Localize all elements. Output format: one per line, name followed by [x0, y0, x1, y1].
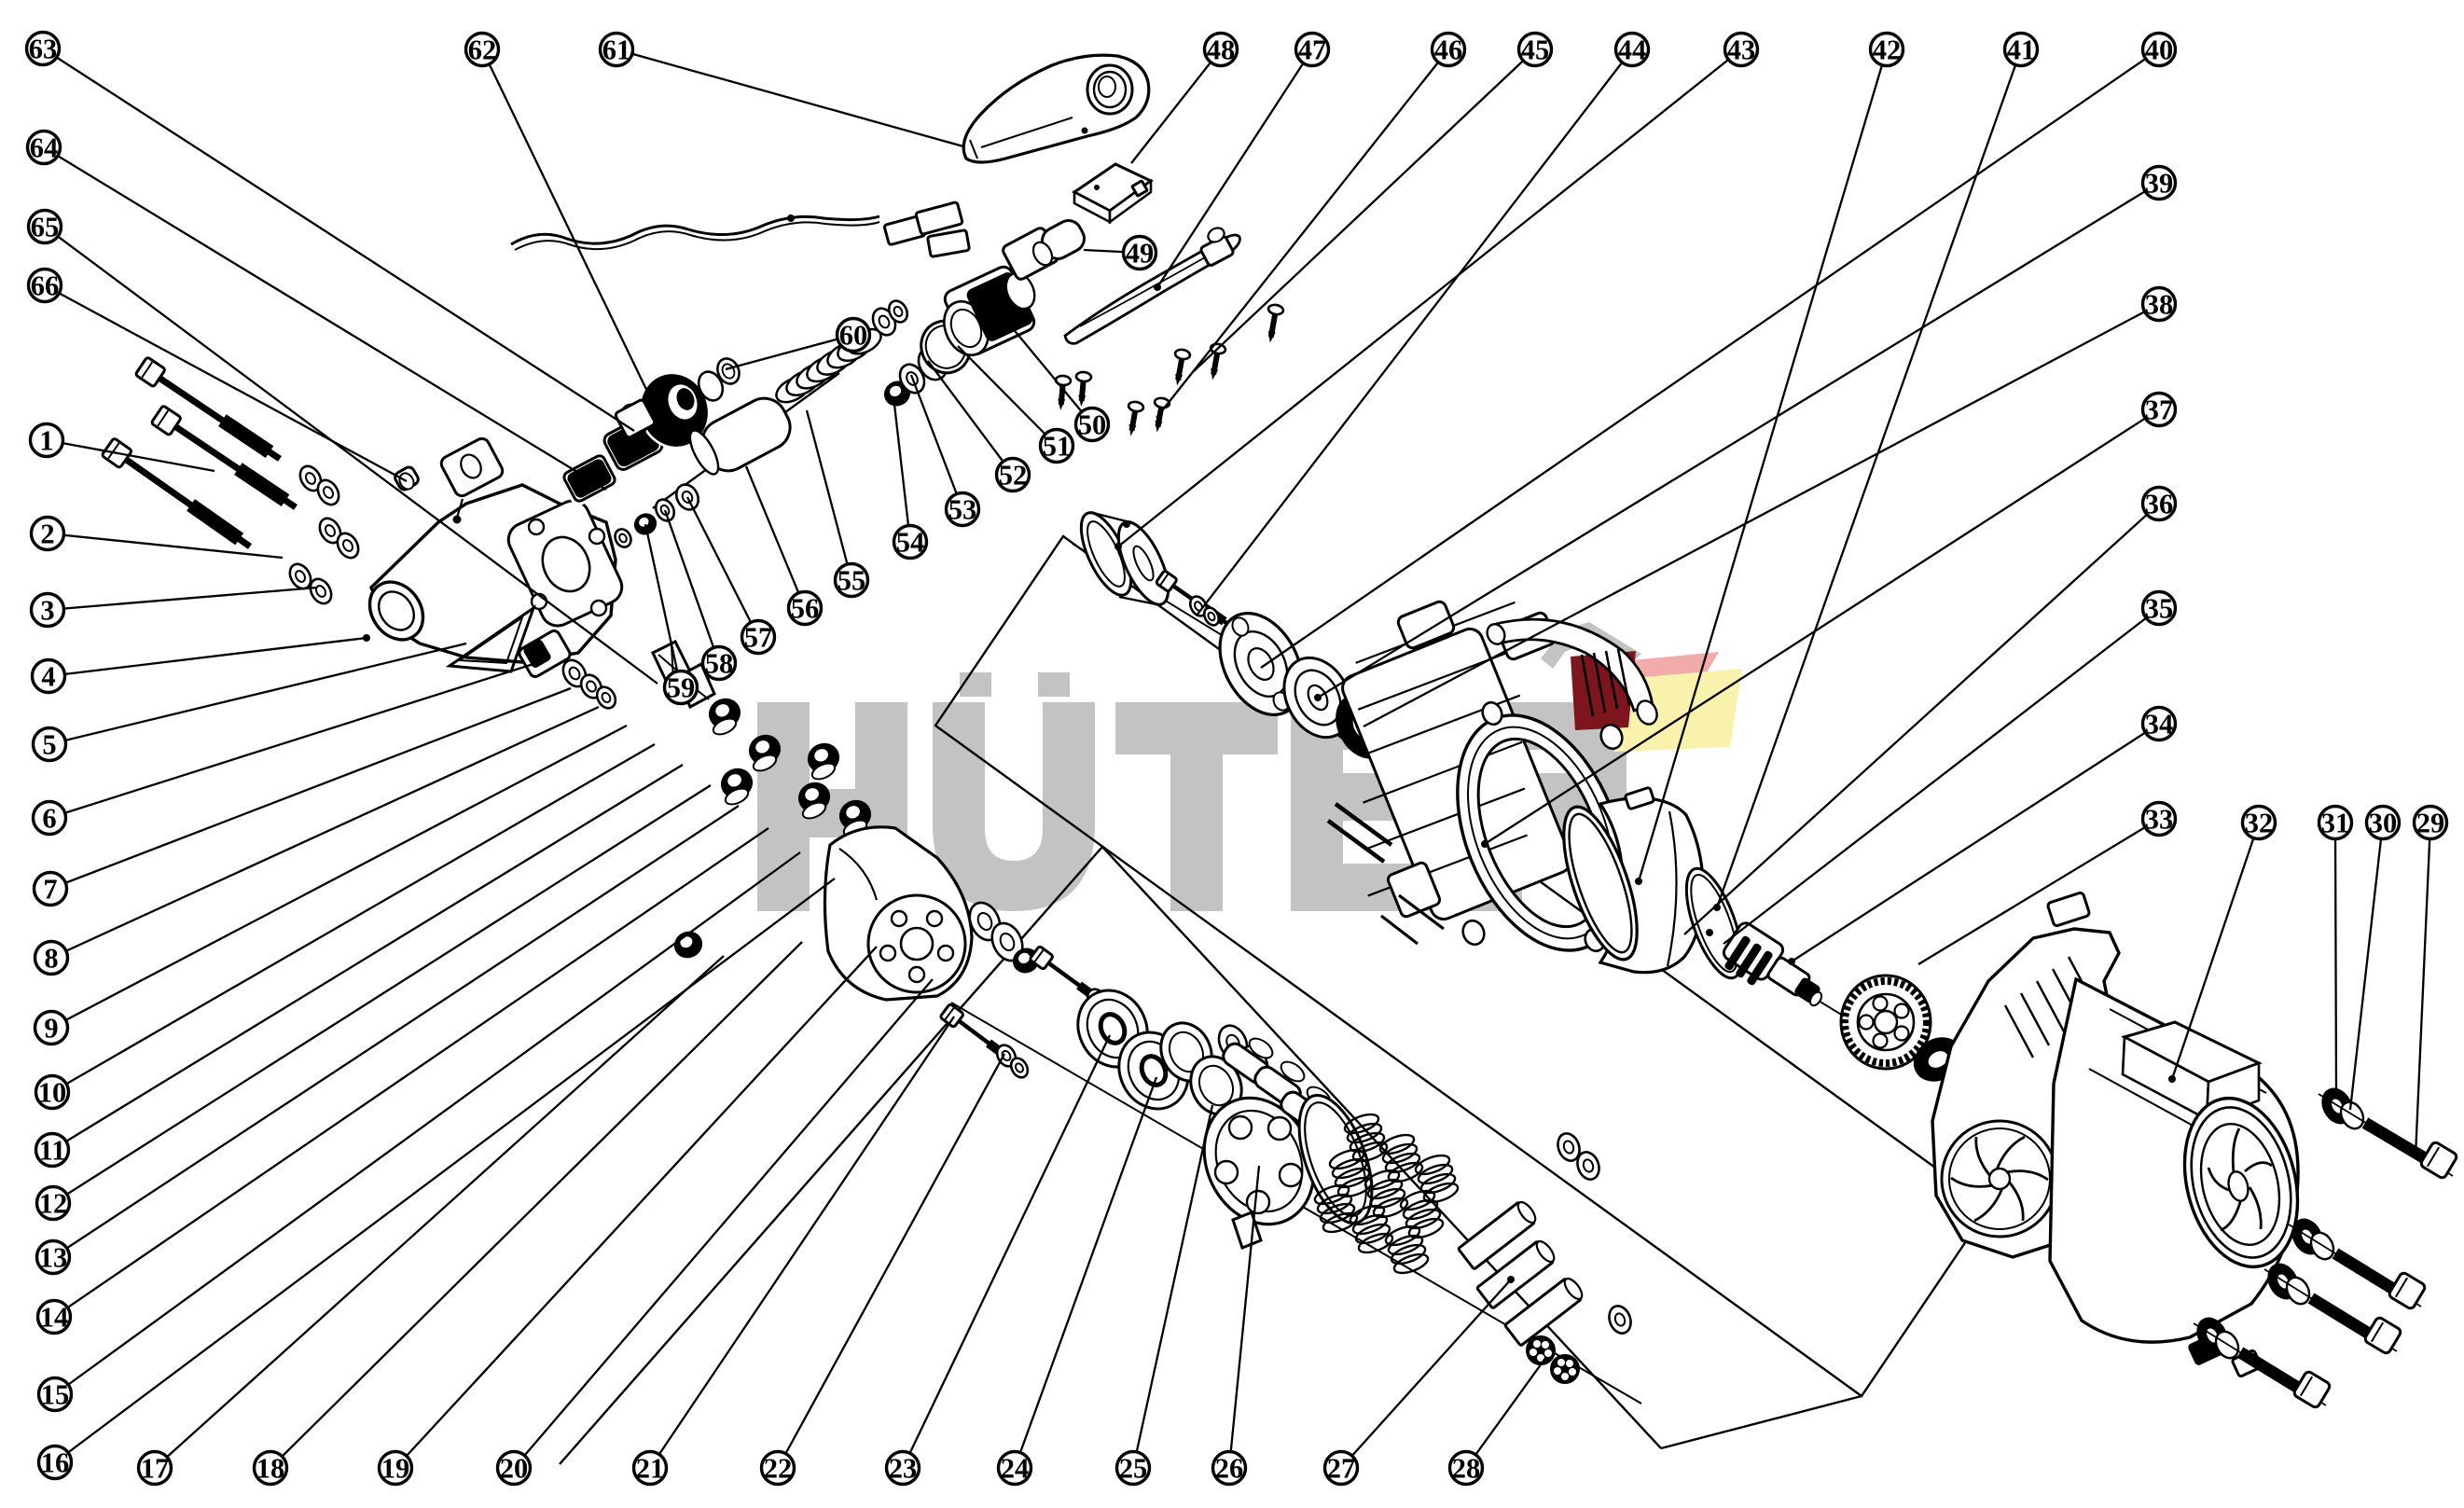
svg-text:52: 52 — [999, 460, 1028, 491]
svg-text:41: 41 — [2007, 35, 2036, 66]
svg-text:45: 45 — [1521, 35, 1550, 66]
svg-text:30: 30 — [2369, 808, 2398, 839]
svg-text:6: 6 — [42, 803, 56, 835]
svg-text:12: 12 — [39, 1188, 68, 1220]
svg-text:42: 42 — [1873, 35, 1902, 66]
svg-text:4: 4 — [41, 661, 55, 693]
svg-text:29: 29 — [2416, 808, 2445, 839]
svg-text:50: 50 — [1078, 409, 1107, 441]
svg-text:34: 34 — [2145, 709, 2174, 740]
svg-text:15: 15 — [41, 1379, 70, 1411]
svg-text:48: 48 — [1207, 35, 1236, 66]
svg-text:65: 65 — [31, 212, 60, 243]
svg-text:7: 7 — [43, 874, 57, 906]
svg-text:20: 20 — [500, 1453, 529, 1485]
svg-text:11: 11 — [39, 1135, 66, 1167]
svg-text:28: 28 — [1452, 1453, 1481, 1485]
svg-text:5: 5 — [42, 729, 56, 761]
svg-text:49: 49 — [1126, 238, 1155, 270]
svg-text:8: 8 — [44, 943, 58, 975]
svg-text:64: 64 — [30, 132, 59, 164]
svg-text:24: 24 — [1001, 1453, 1030, 1485]
svg-text:63: 63 — [29, 34, 58, 65]
svg-text:32: 32 — [2245, 808, 2274, 839]
svg-text:59: 59 — [667, 672, 696, 704]
svg-text:35: 35 — [2145, 593, 2174, 625]
svg-text:55: 55 — [837, 565, 866, 597]
svg-text:22: 22 — [764, 1453, 793, 1485]
svg-text:17: 17 — [141, 1453, 170, 1485]
svg-text:62: 62 — [468, 35, 497, 66]
svg-text:54: 54 — [896, 527, 925, 559]
svg-text:23: 23 — [889, 1453, 918, 1485]
svg-text:36: 36 — [2145, 489, 2174, 520]
svg-text:27: 27 — [1327, 1453, 1356, 1485]
svg-text:51: 51 — [1043, 431, 1072, 463]
svg-text:21: 21 — [636, 1453, 665, 1485]
svg-text:14: 14 — [40, 1302, 69, 1334]
svg-text:9: 9 — [44, 1013, 58, 1045]
svg-text:60: 60 — [839, 320, 868, 352]
svg-text:10: 10 — [38, 1077, 67, 1109]
svg-text:18: 18 — [256, 1453, 285, 1485]
svg-text:47: 47 — [1298, 35, 1327, 66]
svg-text:61: 61 — [602, 35, 631, 66]
svg-text:40: 40 — [2145, 35, 2174, 66]
svg-text:58: 58 — [705, 648, 734, 680]
svg-text:44: 44 — [1618, 35, 1647, 66]
svg-text:53: 53 — [948, 494, 977, 526]
svg-text:38: 38 — [2145, 289, 2174, 321]
svg-text:26: 26 — [1215, 1453, 1244, 1485]
svg-text:66: 66 — [31, 270, 60, 302]
svg-text:43: 43 — [1727, 35, 1756, 66]
svg-text:16: 16 — [41, 1447, 70, 1479]
svg-text:33: 33 — [2145, 804, 2174, 836]
svg-text:3: 3 — [40, 595, 54, 627]
svg-text:31: 31 — [2321, 808, 2350, 839]
svg-text:2: 2 — [40, 519, 54, 550]
svg-text:37: 37 — [2145, 394, 2174, 426]
svg-text:19: 19 — [381, 1453, 410, 1485]
svg-text:46: 46 — [1434, 35, 1463, 66]
svg-text:56: 56 — [791, 593, 820, 625]
svg-text:25: 25 — [1119, 1453, 1148, 1485]
svg-text:39: 39 — [2145, 168, 2174, 200]
svg-text:1: 1 — [39, 425, 53, 457]
svg-text:57: 57 — [744, 622, 773, 654]
svg-text:13: 13 — [39, 1242, 68, 1274]
